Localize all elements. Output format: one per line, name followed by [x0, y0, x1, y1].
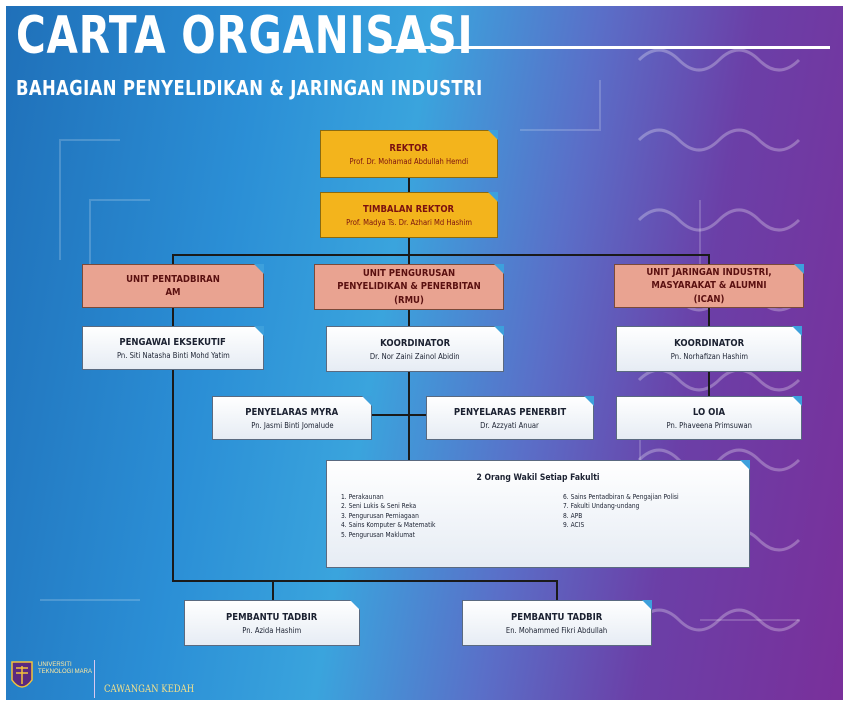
koordinator-rmu-box: KOORDINATOR Dr. Nor Zaini Zainol Abidin — [326, 326, 504, 372]
penyelaras-penerbit-box: PENYELARAS PENERBIT Dr. Azzyati Anuar — [426, 396, 594, 440]
connector-koordinator-to-lo — [708, 372, 710, 396]
faculty-item: 7. Fakulti Undang-undang — [563, 502, 640, 511]
penyelaras-myra-name: Pn. Jasmi Binti Jomalude — [250, 420, 334, 430]
faculty-item: 9. ACIS — [563, 521, 585, 530]
faculty-item: 4. Sains Komputer & Matematik — [341, 521, 436, 530]
unit-pentadbiran-am-box: UNIT PENTADBIRAN AM — [82, 264, 264, 308]
faculty-list-right: 6. Sains Pentadbiran & Pengajian Polisi … — [563, 493, 699, 531]
pengawai-eksekutif-box: PENGAWAI EKSEKUTIF Pn. Siti Natasha Bint… — [82, 326, 264, 370]
connector-myra-penerbit — [372, 414, 426, 416]
pengawai-eksekutif-title: PENGAWAI EKSEKUTIF — [119, 336, 227, 348]
unit-rmu-title: UNIT PENGURUSAN PENYELIDIKAN & PENERBITA… — [337, 267, 481, 306]
connector-units-horizontal — [172, 254, 710, 256]
connector-timbalan-down — [408, 238, 410, 264]
connector-rektor-timbalan — [408, 178, 410, 192]
connector-unit3-up — [708, 254, 710, 264]
faculty-item: 5. Pengurusan Maklumat — [341, 530, 415, 539]
faculty-list-left: 1. Perakaunan 2. Seni Lukis & Seni Reka … — [341, 493, 452, 540]
penyelaras-myra-title: PENYELARAS MYRA — [245, 406, 339, 418]
rektor-name: Prof. Dr. Mohamad Abdullah Hemdi — [349, 156, 469, 166]
lo-oia-title: LO OIA — [692, 406, 726, 418]
pembantu-tadbir-2-title: PEMBANTU TADBIR — [511, 611, 603, 623]
koordinator-rmu-name: Dr. Nor Zaini Zainol Abidin — [370, 351, 460, 361]
rektor-title: REKTOR — [389, 142, 429, 154]
connector-bottom-horizontal — [172, 580, 558, 582]
pengawai-eksekutif-name: Pn. Siti Natasha Binti Mohd Yatim — [116, 350, 230, 360]
connector-pengawai-trunk — [172, 370, 174, 582]
connector-unit1-up — [172, 254, 174, 264]
university-logo-text: UNIVERSITI TEKNOLOGI MARA — [38, 662, 93, 676]
timbalan-rektor-title: TIMBALAN REKTOR — [363, 203, 455, 215]
faculty-item: 3. Pengurusan Perniagaan — [341, 511, 419, 520]
pembantu-tadbir-2-name: En. Mohammed Fikri Abdullah — [506, 625, 608, 635]
chart-title: CARTA ORGANISASI — [16, 6, 474, 66]
connector-unit1-to-pengawai — [172, 308, 174, 326]
campus-tagline: CAWANGAN KEDAH — [104, 684, 195, 695]
connector-unit3-to-koordinator — [708, 308, 710, 326]
pembantu-tadbir-2-box: PEMBANTU TADBIR En. Mohammed Fikri Abdul… — [462, 600, 652, 646]
timbalan-rektor-name: Prof. Madya Ts. Dr. Azhari Md Hashim — [346, 217, 472, 227]
university-crest-icon — [11, 661, 33, 688]
rektor-box: REKTOR Prof. Dr. Mohamad Abdullah Hemdi — [320, 130, 498, 178]
footer-divider — [94, 660, 95, 698]
unit-ican-box: UNIT JARINGAN INDUSTRI, MASYARAKAT & ALU… — [614, 264, 804, 308]
title-underline — [370, 46, 830, 49]
lo-oia-name: Pn. Phaveena Primsuwan — [666, 420, 752, 430]
chart-subtitle: BAHAGIAN PENYELIDIKAN & JARINGAN INDUSTR… — [16, 76, 483, 100]
connector-pembantu1-up — [272, 580, 274, 600]
koordinator-ican-title: KOORDINATOR — [673, 337, 745, 349]
pembantu-tadbir-1-name: Pn. Azida Hashim — [242, 625, 302, 635]
unit-ican-title: UNIT JARINGAN INDUSTRI, MASYARAKAT & ALU… — [646, 266, 772, 305]
penyelaras-penerbit-title: PENYELARAS PENERBIT — [453, 406, 567, 418]
connector-pembantu2-up — [556, 580, 558, 600]
koordinator-ican-box: KOORDINATOR Pn. Norhafizan Hashim — [616, 326, 802, 372]
koordinator-rmu-title: KOORDINATOR — [379, 337, 451, 349]
penyelaras-penerbit-name: Dr. Azzyati Anuar — [480, 420, 540, 430]
unit-rmu-box: UNIT PENGURUSAN PENYELIDIKAN & PENERBITA… — [314, 264, 504, 310]
lo-oia-box: LO OIA Pn. Phaveena Primsuwan — [616, 396, 802, 440]
pembantu-tadbir-1-box: PEMBANTU TADBIR Pn. Azida Hashim — [184, 600, 360, 646]
connector-rmu-trunk — [408, 372, 410, 460]
faculty-item: 8. APB — [563, 511, 583, 520]
faculty-item: 1. Perakaunan — [341, 493, 384, 501]
connector-unit2-to-koordinator — [408, 310, 410, 326]
unit-pentadbiran-am-title: UNIT PENTADBIRAN AM — [126, 273, 220, 299]
faculty-title: 2 Orang Wakil Setiap Fakulti — [476, 473, 600, 483]
faculty-representatives-box: 2 Orang Wakil Setiap Fakulti 1. Perakaun… — [326, 460, 750, 568]
faculty-item: 6. Sains Pentadbiran & Pengajian Polisi — [563, 493, 679, 501]
timbalan-rektor-box: TIMBALAN REKTOR Prof. Madya Ts. Dr. Azha… — [320, 192, 498, 238]
penyelaras-myra-box: PENYELARAS MYRA Pn. Jasmi Binti Jomalude — [212, 396, 372, 440]
pembantu-tadbir-1-title: PEMBANTU TADBIR — [226, 611, 318, 623]
faculty-item: 2. Seni Lukis & Seni Reka — [341, 502, 417, 511]
koordinator-ican-name: Pn. Norhafizan Hashim — [670, 351, 748, 361]
